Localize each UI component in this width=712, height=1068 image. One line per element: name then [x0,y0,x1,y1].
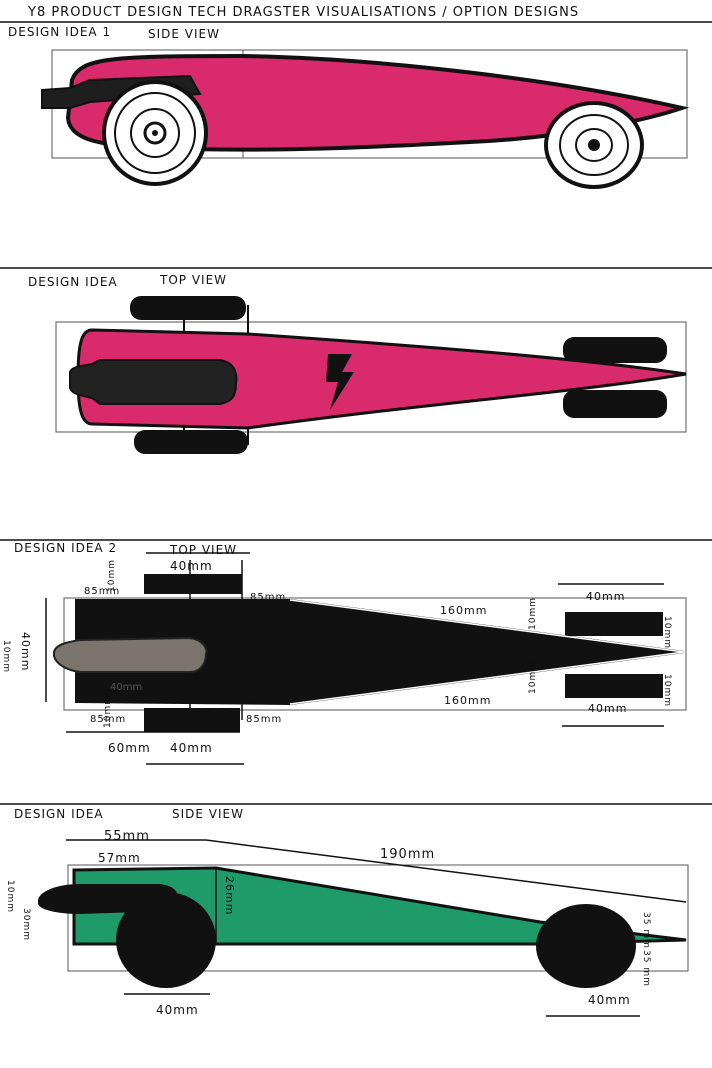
car1-wheel-right [544,101,644,189]
section1-heading: DESIGN IDEA 1 [8,25,111,39]
dim-axle-bot-l: 85mm [90,714,126,725]
car2-engine [69,359,238,405]
car3-wheel-rear-bottom [565,674,663,698]
car3-wheel-front-bottom [144,708,240,732]
dim-axle-top-r: 85mm [250,592,286,603]
dim-wheel-bot-w: 40mm [170,741,213,755]
dim-wheel-top-h: 10mm [107,559,117,592]
dim-rear-wheel-bot-h-l: 10mm [528,661,538,694]
dim-rear-35: 35 mm [641,950,651,987]
car2-wheel-front-top [130,296,246,320]
car1-wheel-left [102,80,208,186]
dim-nose-h: 10mm [1,640,11,673]
dim-wheel-front: 40mm [156,1003,199,1017]
sheet-header: Y8 PRODUCT DESIGN TECH DRAGSTER VISUALIS… [27,5,579,20]
dim-wheel-top-w: 40mm [170,559,213,573]
car3-wheel-front-top [144,574,242,594]
dim-rear-wheel-top-h-l: 10mm [528,597,538,630]
car2-wheel-rear-top [563,337,667,363]
dim-inner: 40mm [110,682,142,693]
dim-rear-wheel-top-h-r: 10mm [662,616,672,649]
dim-rear-wheel-bot-w: 40mm [588,702,627,715]
car2-wheel-rear-bottom [563,390,667,418]
dim-len-bottom: 60mm [108,741,151,755]
car3-engine [53,636,208,673]
section3-heading: DESIGN IDEA 2 [14,541,117,555]
dim-left-30: 30mm [21,908,31,941]
dim-diag-bot: 160mm [444,694,491,707]
dim-height-26: 26mm [223,876,236,915]
car2-wheel-front-bottom [134,430,248,454]
car4-wheel-front [116,892,216,988]
section1-view: SIDE VIEW [148,27,220,41]
section2-view: TOP VIEW [159,273,227,287]
dim-wheel-rear: 40mm [588,993,631,1007]
dim-left-10: 10mm [5,880,15,913]
section4-view: SIDE VIEW [172,807,244,821]
section4-heading: DESIGN IDEA [14,807,104,821]
dim-diag-top: 160mm [440,604,487,617]
dim-length: 190mm [380,847,435,862]
dim-rear-wheel-bot-h-r: 10mm [662,674,672,707]
dim-axle-bot-r: 85mm [246,714,282,725]
dim-rear-33: 35 mm [641,912,651,949]
lightning-bolt-icon [326,354,354,410]
dim-top-55: 55mm [104,829,150,844]
car3-wheel-rear-top [565,612,663,636]
dim-top-57: 57mm [98,851,141,865]
dim-body-h-left: 40mm [19,632,32,671]
section2-heading: DESIGN IDEA [28,275,118,289]
section3-view: TOP VIEW [169,543,237,557]
dim-axle-top-l: 85mm [84,586,120,597]
dim-wheel-bot-h: 10mm [103,695,113,728]
dim-rear-wheel-top-w: 40mm [586,590,625,603]
car4-wheel-rear [536,904,636,988]
